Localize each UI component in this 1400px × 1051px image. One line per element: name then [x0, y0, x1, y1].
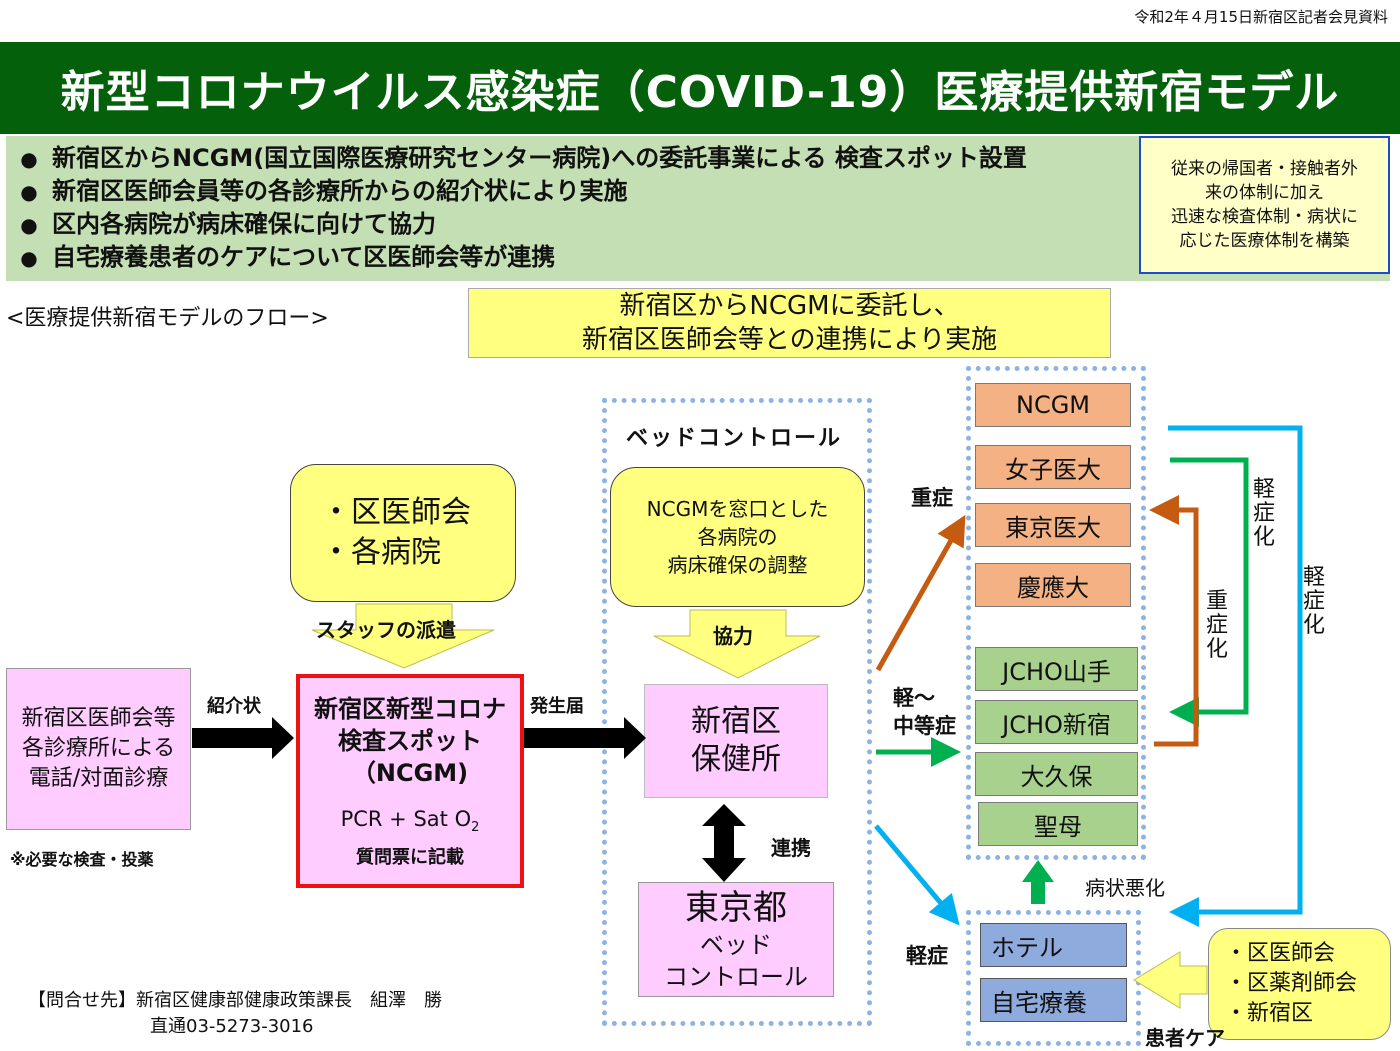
- title-bar: 新型コロナウイルス感染症（COVID-19）医療提供新宿モデル: [0, 42, 1400, 134]
- health-center-line: 保健所: [691, 742, 781, 777]
- hospital-keio: 慶應大: [975, 563, 1131, 607]
- summary-item: ● 新宿区からNCGM(国立国際医療研究センター病院)への委託事業による 検査スポ…: [6, 142, 1027, 175]
- contact-label: 【問合せ先】: [28, 990, 136, 1011]
- summary-item: ● 新宿区医師会員等の各診療所からの紹介状により実施: [6, 175, 1027, 208]
- worsening-arrow: [1149, 495, 1199, 747]
- summary-list: ● 新宿区からNCGM(国立国際医療研究センター病院)への委託事業による 検査スポ…: [6, 142, 1027, 274]
- health-center-line: 新宿区: [691, 704, 781, 739]
- summary-item: ● 自宅療養患者のケアについて区医師会等が連携: [6, 241, 1027, 274]
- to-severe-arrow: [875, 514, 966, 672]
- hospital-jcho-yamanote: JCHO山手: [975, 647, 1138, 691]
- hotel-box: ホテル: [980, 923, 1127, 967]
- bullet-icon: ●: [20, 180, 38, 204]
- link-label: 連携: [771, 836, 811, 860]
- side-note-line: 来の体制に加え: [1205, 183, 1324, 203]
- home-recovery-box: 自宅療養: [980, 978, 1127, 1022]
- patient-care-box: ・区医師会 ・区薬剤師会 ・新宿区: [1208, 928, 1391, 1040]
- clinic-box: 新宿区医師会等 各診療所による 電話/対面診療: [6, 668, 191, 830]
- bullet-icon: ●: [20, 246, 38, 270]
- side-note-line: 従来の帰国者・接触者外: [1171, 159, 1358, 179]
- care-arrow: [1133, 951, 1208, 1009]
- coordination-line: NCGMを窓口とした: [646, 497, 829, 521]
- clinic-note: ※必要な検査・投薬: [10, 850, 154, 869]
- severe-to-home-arrow: [1168, 425, 1303, 927]
- tokyo-line: ベッド: [700, 930, 772, 959]
- commission-banner: 新宿区からNCGMに委託し、 新宿区医師会等との連携により実施: [468, 288, 1111, 358]
- care-item: ・新宿区: [1225, 1001, 1314, 1026]
- side-note-line: 迅速な検査体制・病状に: [1171, 207, 1358, 227]
- mild-recovery-arrow: [1169, 457, 1249, 727]
- transition-mild-label-2: 軽症化: [1302, 565, 1325, 638]
- care-item: ・区薬剤師会: [1225, 971, 1358, 996]
- transition-severe-label: 重症化: [1205, 589, 1228, 662]
- clinic-line: 電話/対面診療: [28, 766, 169, 791]
- summary-item: ● 区内各病院が病床確保に向けて協力: [6, 208, 1027, 241]
- coordination-line: 病床確保の調整: [667, 553, 808, 577]
- severity-moderate-label: 軽～ 中等症: [893, 684, 956, 740]
- test-spot-test-sub: 2: [471, 820, 480, 836]
- contact-info: 【問合せ先】新宿区健康部健康政策課長 組澤 勝 直通03-5273-3016: [28, 988, 442, 1040]
- test-spot-line: （NCGM): [351, 758, 469, 787]
- severity-moderate-line: 中等症: [893, 714, 956, 738]
- hospital-tokyo-medical: 東京医大: [975, 503, 1131, 547]
- severity-moderate-line: 軽～: [893, 686, 935, 710]
- report-label: 発生届: [530, 696, 584, 717]
- contact-row: 【問合せ先】新宿区健康部健康政策課長 組澤 勝: [28, 988, 442, 1014]
- worsen-up-arrow: [1022, 860, 1054, 904]
- tokyo-bed-control-box: 東京都 ベッド コントロール: [638, 882, 834, 997]
- transition-mild-label: 軽症化: [1252, 477, 1275, 550]
- test-spot-test-text: PCR + Sat O: [340, 806, 472, 831]
- hospital-group: [966, 366, 1146, 860]
- page-title: 新型コロナウイルス感染症（COVID-19）医療提供新宿モデル: [60, 67, 1340, 118]
- dispatch-item: ・区医師会: [321, 495, 471, 530]
- tokyo-line: コントロール: [664, 962, 808, 991]
- clinic-line: 各診療所による: [21, 736, 176, 761]
- referral-label: 紹介状: [207, 696, 261, 717]
- summary-text: 自宅療養患者のケアについて区医師会等が連携: [52, 243, 556, 271]
- summary-text: 区内各病院が病床確保に向けて協力: [52, 210, 436, 238]
- worsen-label: 病状悪化: [1085, 876, 1165, 900]
- bullet-icon: ●: [20, 147, 38, 171]
- summary-text: 新宿区からNCGM(国立国際医療研究センター病院)への委託事業による 検査スポッ…: [52, 144, 1027, 172]
- severity-severe-label: 重症: [911, 486, 953, 510]
- hospital-jcho-shinjuku: JCHO新宿: [975, 700, 1138, 744]
- side-note-line: 応じた医療体制を構築: [1179, 231, 1350, 251]
- contact-name: 新宿区健康部健康政策課長 組澤 勝: [136, 990, 442, 1011]
- bullet-icon: ●: [20, 213, 38, 237]
- contact-phone: 直通03-5273-3016: [150, 1016, 314, 1037]
- side-note: 従来の帰国者・接触者外 来の体制に加え 迅速な検査体制・病状に 応じた医療体制を…: [1139, 136, 1390, 274]
- health-center-box: 新宿区 保健所: [644, 684, 828, 798]
- clinic-line: 新宿区医師会等: [21, 706, 176, 731]
- severity-mild-label: 軽症: [906, 944, 948, 968]
- hospital-seibo: 聖母: [978, 802, 1138, 846]
- coordination-line: 各病院の: [697, 525, 778, 549]
- to-mild-arrow: [874, 824, 960, 926]
- test-spot-box: 新宿区新型コロナ 検査スポット （NCGM) PCR + Sat O2 質問票に…: [296, 674, 524, 888]
- test-spot-test: PCR + Sat O2: [341, 807, 480, 835]
- dispatch-label: スタッフの派遣: [316, 618, 456, 642]
- test-spot-line: 新宿区新型コロナ: [314, 694, 506, 723]
- test-spot-form: 質問票に記載: [356, 847, 464, 869]
- referral-arrow: [192, 717, 294, 759]
- cooperate-label: 協力: [713, 624, 753, 648]
- banner-line: 新宿区医師会等との連携により実施: [581, 325, 998, 355]
- press-note: 令和2年４月15日新宿区記者会見資料: [1134, 8, 1388, 26]
- bed-control-title: ベッドコントロール: [626, 426, 843, 451]
- coordination-box: NCGMを窓口とした 各病院の 病床確保の調整: [610, 467, 865, 607]
- care-item: ・区医師会: [1225, 941, 1336, 966]
- banner-line: 新宿区からNCGMに委託し、: [619, 291, 960, 321]
- patient-care-label: 患者ケア: [1145, 1026, 1225, 1050]
- flow-heading: <医療提供新宿モデルのフロー>: [6, 306, 329, 331]
- tokyo-title: 東京都: [685, 887, 787, 928]
- hospital-tokyo-womens: 女子医大: [975, 445, 1131, 489]
- bed-control-group: [602, 398, 872, 1026]
- summary-text: 新宿区医師会員等の各診療所からの紹介状により実施: [52, 177, 628, 205]
- dispatch-box: ・区医師会 ・各病院: [290, 464, 516, 602]
- hospital-okubo: 大久保: [975, 752, 1138, 796]
- dispatch-item: ・各病院: [321, 535, 441, 570]
- hospital-ncgm: NCGM: [975, 383, 1131, 427]
- test-spot-line: 検査スポット: [338, 726, 482, 755]
